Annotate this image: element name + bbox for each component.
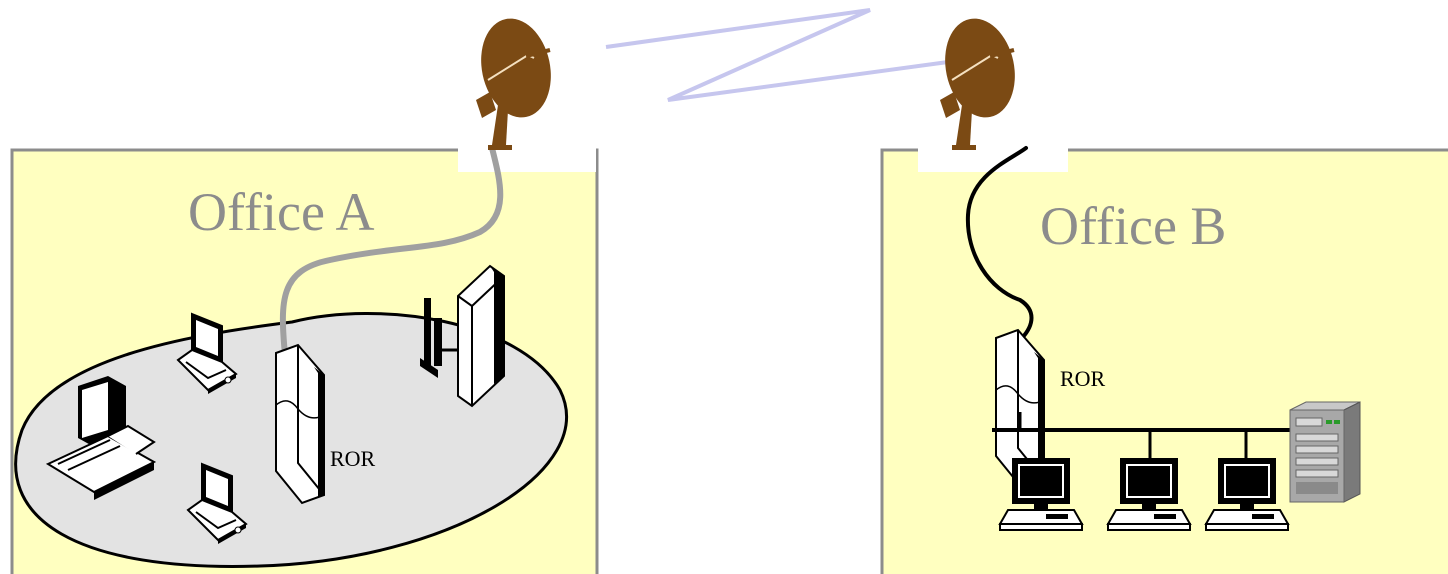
desktop-computer-icon (999, 457, 1083, 531)
office-a-router-label: ROR (330, 446, 376, 471)
office-b-router-label: ROR (1060, 366, 1106, 391)
server-icon (1289, 401, 1361, 503)
office-a-antenna-mount (458, 120, 596, 172)
office-b-antenna-mount (918, 120, 1068, 172)
radio-link (605, 8, 949, 102)
office-a: Office A ROR (10, 10, 599, 574)
office-b-title: Office B (1040, 196, 1226, 256)
office-b-cable (965, 146, 1034, 340)
desktop-computer-icon (1205, 457, 1289, 531)
router-icon (275, 344, 325, 504)
office-a-cable (279, 145, 504, 358)
desktop-computer-icon (1107, 457, 1191, 531)
office-b: Office B ROR (880, 10, 1448, 574)
office-a-title: Office A (188, 182, 374, 242)
